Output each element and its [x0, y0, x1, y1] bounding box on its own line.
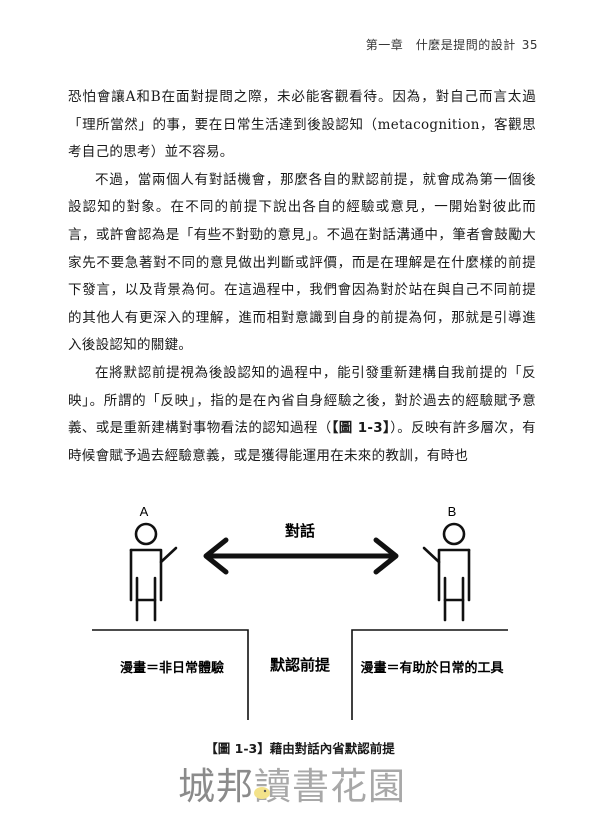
chapter-title: 第一章 什麼是提問的設計 — [365, 38, 516, 52]
paragraph-2: 不過，當兩個人有對話機會，那麼各自的默認前提，就會成為第一個後設認知的對象。在不… — [68, 171, 536, 354]
bird-icon — [254, 787, 270, 799]
dialogue-arrow — [203, 537, 399, 575]
ground-lines — [92, 629, 508, 720]
center-label: 默認前提 — [270, 656, 331, 674]
body-text: 恐怕會讓A和B在面對提問之際，未必能客觀看待。因為，對自己而言太過「理所當然」的… — [68, 84, 536, 470]
person-b-icon — [422, 522, 471, 622]
left-box-label: 漫畫＝非日常體驗 — [120, 660, 224, 676]
watermark-part-1: 城邦 — [178, 765, 254, 808]
person-a-icon — [129, 522, 178, 622]
paragraph-3: 在將默認前提視為後設認知的過程中，能引發重新建構自我前提的「反映」。所謂的「反映… — [68, 360, 536, 470]
arrow-label: 對話 — [285, 522, 315, 540]
watermark-part-2: 讀書花園 — [254, 765, 406, 808]
page-number: 35 — [521, 38, 538, 52]
figure-caption: 【圖 1-3】藉由對話內省默認前提 — [205, 741, 395, 756]
label-a: A — [140, 504, 149, 519]
paragraph-3-text-a: 在將默認前提視為後設認知的過程中，能引發重新建構自我前提的「反映」。所謂的「反映… — [68, 364, 536, 437]
running-header: 第一章 什麼是提問的設計 35 — [366, 36, 538, 53]
paragraph-1: 恐怕會讓A和B在面對提問之際，未必能客觀看待。因為，對自己而言太過「理所當然」的… — [68, 89, 536, 161]
paragraph-3-text-b: ）。反映有許多層次，有時候會賦予過去經驗意義，或是獲得能運用在未來的教訓，有時也 — [68, 420, 536, 464]
label-b: B — [448, 504, 457, 519]
right-box-label: 漫畫＝有助於日常的工具 — [360, 660, 503, 676]
watermark-logo: 城邦讀書花園 — [178, 756, 406, 810]
dialogue-diagram: A B 對話 漫畫＝非日常體驗 默認前提 漫畫＝有助於日常的工具 — [92, 504, 508, 720]
figure-reference: 【圖 1-3】 — [331, 420, 391, 437]
